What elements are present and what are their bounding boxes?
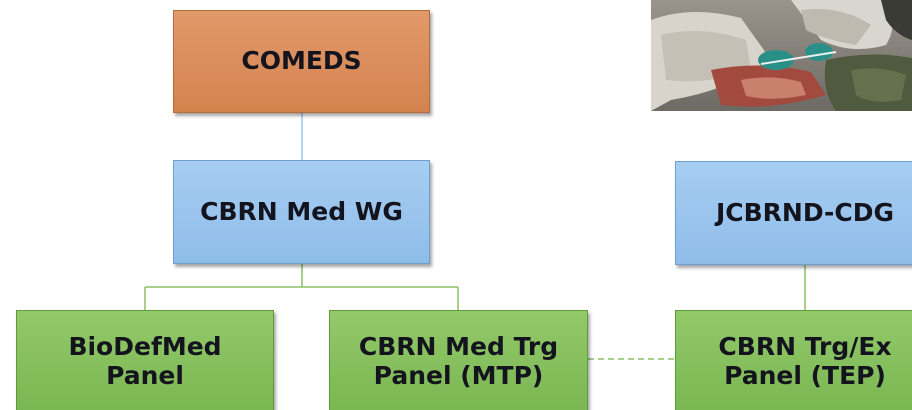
cbrn-trg-ex-panel-box: CBRN Trg/Ex Panel (TEP) [675, 310, 912, 410]
cbrn-med-wg-box: CBRN Med WG [173, 160, 430, 264]
jcbrnd-cdg-box: JCBRND-CDG [675, 161, 912, 265]
cbrn-med-trg-panel-box: CBRN Med Trg Panel (MTP) [329, 310, 588, 410]
cbrn-med-wg-label: CBRN Med WG [200, 196, 403, 226]
cbrn-med-trg-panel-label: CBRN Med Trg Panel (MTP) [358, 332, 559, 390]
comeds-label: COMEDS [241, 46, 362, 76]
biodefmed-panel-box: BioDefMed Panel [16, 310, 274, 410]
cbrn-medical-training-photo [651, 0, 912, 111]
biodefmed-panel-label: BioDefMed Panel [68, 332, 222, 390]
jcbrnd-cdg-label: JCBRND-CDG [715, 197, 895, 227]
comeds-box: COMEDS [173, 10, 430, 113]
cbrn-trg-ex-panel-label: CBRN Trg/Ex Panel (TEP) [718, 332, 892, 390]
